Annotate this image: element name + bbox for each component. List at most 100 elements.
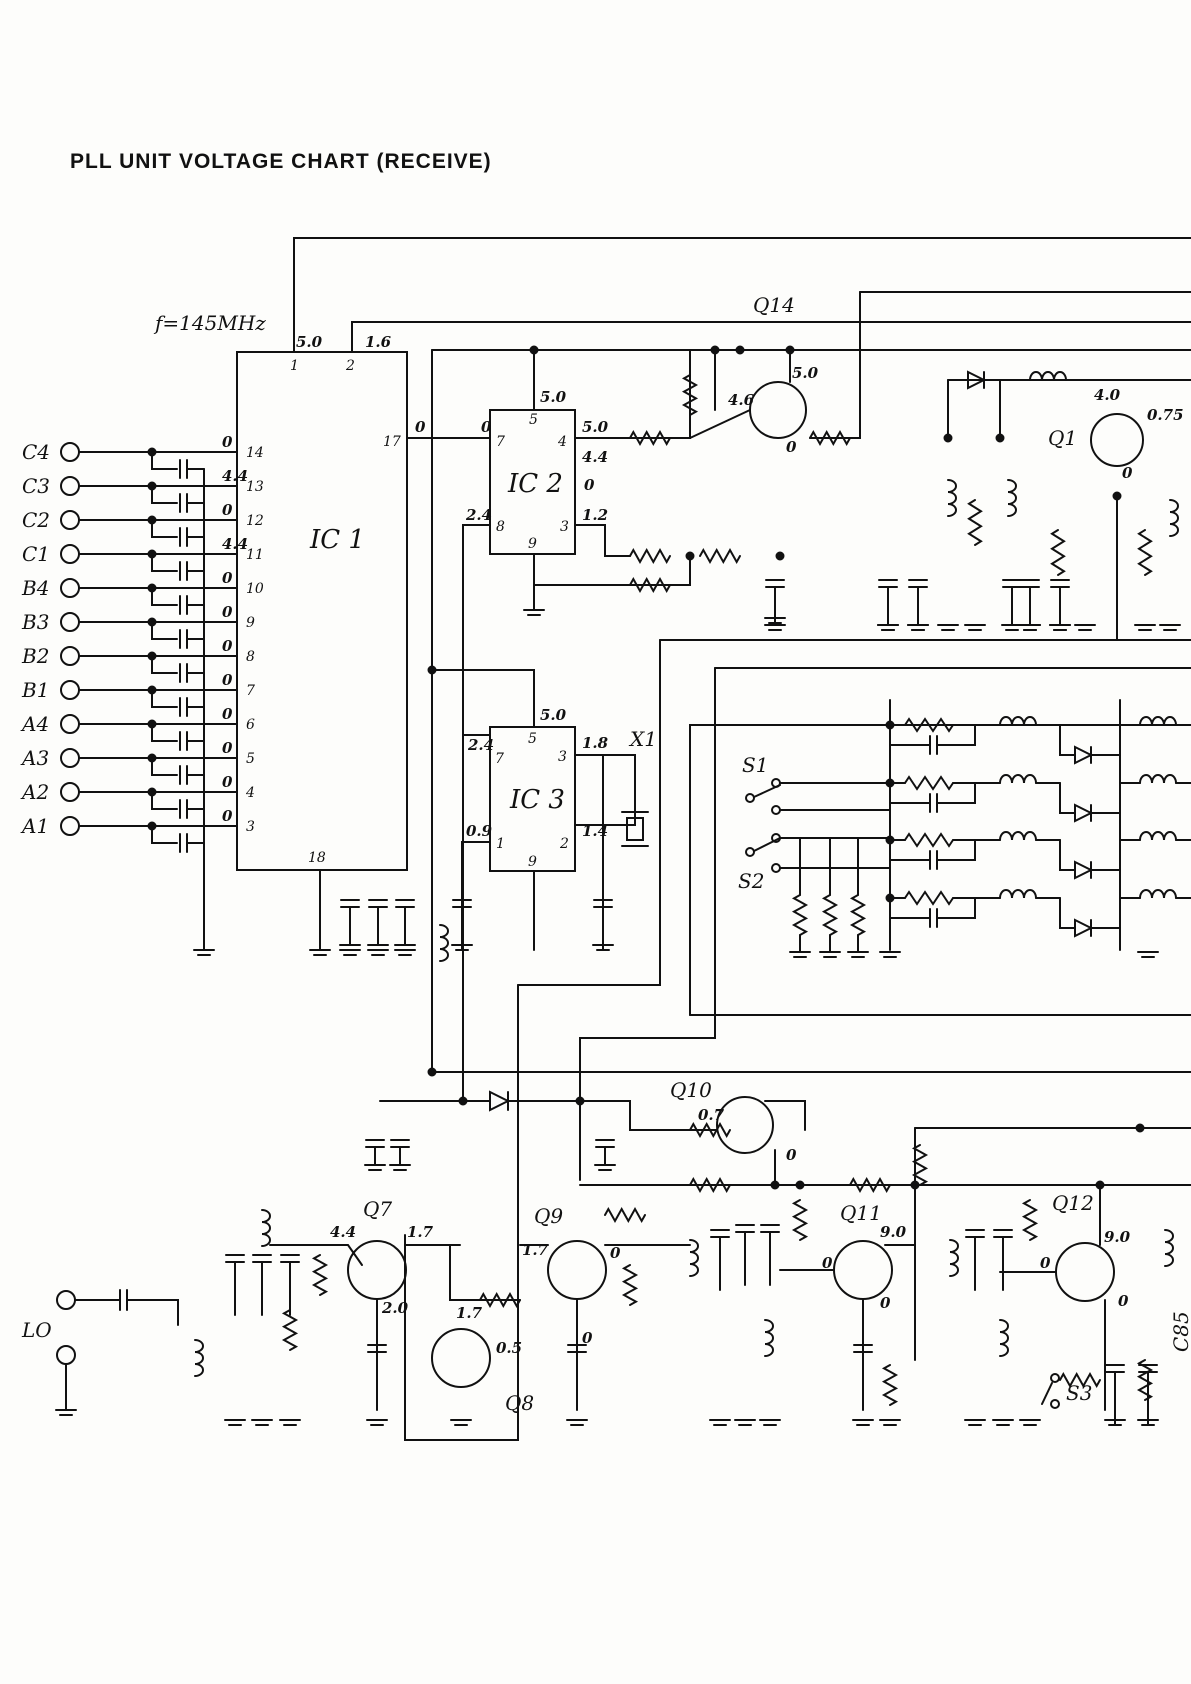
resistor <box>479 1291 521 1309</box>
inductor <box>1029 371 1067 381</box>
resistor <box>629 576 671 594</box>
ic3-label: IC 3 <box>509 785 565 815</box>
q14-collector-voltage: 5.0 <box>792 364 819 382</box>
q10-label: Q10 <box>670 1078 712 1102</box>
input-terminal <box>60 714 80 734</box>
resistor <box>809 429 851 447</box>
ground-symbol <box>523 609 545 616</box>
input-label: C1 <box>22 542 50 566</box>
ic3-pin5-voltage: 5.0 <box>540 706 567 724</box>
resistor <box>1137 529 1153 576</box>
capacitor <box>179 629 188 649</box>
q8-emitter-voltage: 0.5 <box>496 1339 522 1357</box>
resistor <box>1136 1359 1154 1401</box>
junction-dot <box>885 778 895 788</box>
ground-symbol <box>734 1419 756 1426</box>
inductor <box>947 479 957 517</box>
inductor <box>949 1239 959 1277</box>
q8-label: Q8 <box>505 1391 534 1415</box>
diode <box>1074 745 1094 765</box>
ground-symbol <box>877 624 899 631</box>
capacitor <box>735 1224 755 1233</box>
ground-symbol <box>1074 624 1096 631</box>
q7-collector-voltage: 1.7 <box>407 1223 434 1241</box>
resistor <box>689 1121 731 1139</box>
junction-dot <box>775 551 785 561</box>
q12-base-voltage: 0 <box>1040 1254 1051 1272</box>
ground-symbol <box>367 949 389 956</box>
resistor <box>904 890 954 906</box>
transistor-q8 <box>431 1328 491 1388</box>
resistor <box>629 547 671 565</box>
capacitor <box>365 1139 385 1148</box>
ic2-pin4-voltage: 5.0 <box>582 418 609 436</box>
inductor <box>261 1209 271 1247</box>
junction-dot <box>885 835 895 845</box>
resistor <box>791 1199 809 1241</box>
ic3-pin2-voltage: 1.4 <box>582 822 608 840</box>
input-terminal <box>60 476 80 496</box>
lo-terminal[interactable] <box>55 1290 77 1416</box>
input-terminal <box>60 782 80 802</box>
ic2-pin5-num: 5 <box>529 412 538 428</box>
pin-voltage: 0 <box>222 773 233 791</box>
junction-dot <box>685 551 695 561</box>
ic2-extra-voltage-2: 0 <box>584 476 595 494</box>
capacitor <box>878 579 898 588</box>
transistor-q10 <box>716 1096 774 1154</box>
capacitor <box>929 735 938 755</box>
inductor <box>999 716 1037 726</box>
ground-symbol <box>1049 624 1071 631</box>
switch-s2 <box>745 833 781 873</box>
input-terminal <box>60 612 80 632</box>
q7-label: Q7 <box>363 1197 392 1221</box>
input-label: C3 <box>22 474 50 498</box>
ic3-pin2-num: 2 <box>559 836 569 852</box>
ic3-pin7-num: 7 <box>495 751 504 767</box>
ground-symbol <box>451 944 473 951</box>
c85-label: C85 <box>1169 1311 1191 1352</box>
capacitor <box>390 1139 410 1148</box>
ground-symbol <box>759 1419 781 1426</box>
transistor-q1 <box>1090 413 1144 467</box>
capacitor <box>179 561 188 581</box>
pin-number: 4 <box>245 785 255 801</box>
capacitor <box>179 765 188 785</box>
ground-symbol <box>879 951 901 958</box>
capacitor <box>710 1229 730 1238</box>
ic1-label: IC 1 <box>309 525 365 555</box>
ic2-label: IC 2 <box>507 469 563 499</box>
capacitor <box>179 527 188 547</box>
input-label: B1 <box>21 678 49 702</box>
input-label: B3 <box>21 610 49 634</box>
ic3-pin7-voltage: 2.4 <box>467 736 494 754</box>
pin-voltage: 4.4 <box>222 467 248 485</box>
input-label: B2 <box>21 644 49 668</box>
ic1-body <box>236 351 408 871</box>
inductor <box>999 831 1037 841</box>
resistor <box>311 1254 329 1296</box>
ic1-pin17-voltage: 0 <box>415 418 426 436</box>
capacitor <box>1020 579 1040 588</box>
ic1-pin2-voltage: 1.6 <box>365 333 392 351</box>
ic2-pin7-voltage: 0 <box>481 418 492 436</box>
q1-source-voltage: 0.75 <box>1147 406 1184 424</box>
q10-collector-voltage: 0 <box>786 1146 797 1164</box>
ic2-pin8-voltage: 2.4 <box>465 506 492 524</box>
ic1-pin17-num: 17 <box>383 434 401 450</box>
capacitor <box>179 799 188 819</box>
ic3-pin3-num: 3 <box>558 749 567 765</box>
ground-symbol <box>594 1164 616 1171</box>
ground-symbol <box>992 1419 1014 1426</box>
ground-symbol <box>764 624 786 631</box>
junction-dot <box>795 1180 805 1190</box>
resistor <box>904 717 954 733</box>
ground-symbol <box>1019 1419 1041 1426</box>
ic2-pin5-voltage: 5.0 <box>540 388 567 406</box>
ground-symbol <box>1159 624 1181 631</box>
